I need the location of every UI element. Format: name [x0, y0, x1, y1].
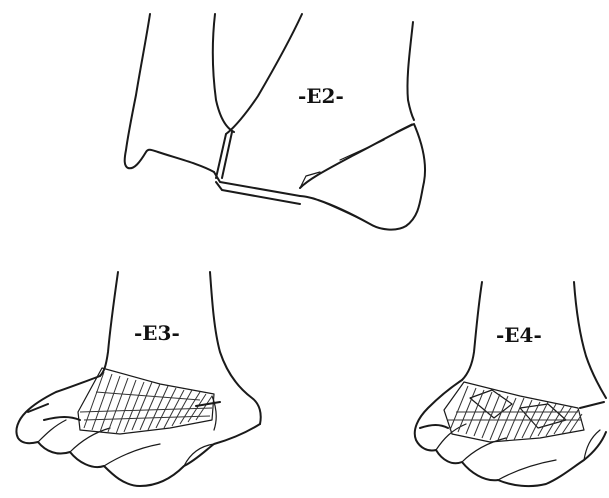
e2-tibia-lateral-line	[213, 14, 234, 132]
e4-label: -E4-	[496, 323, 542, 347]
e2-fragment-inner	[300, 124, 412, 222]
e3-comminution-hatch	[78, 368, 214, 434]
e2-label: -E2-	[298, 84, 344, 108]
e3-tibia-lateral-line	[210, 272, 261, 424]
e2-fibula-lateral-line	[407, 22, 414, 120]
e3-distal-outline	[16, 376, 260, 486]
panel-e2: -E2-	[125, 14, 425, 230]
e4-tibia-lateral-line	[574, 282, 606, 398]
e2-talus-fragment	[300, 124, 425, 230]
e3-label: -E3-	[134, 321, 180, 345]
e3-tibia-medial-line	[100, 272, 118, 376]
e4-inner-contours	[436, 424, 600, 480]
e3-inner-contours	[38, 396, 216, 466]
panel-e3: -E3-	[16, 272, 260, 486]
e4-distal-outline	[415, 380, 606, 486]
e4-tibia-medial-line	[462, 282, 482, 380]
e2-syndesmosis	[214, 132, 300, 204]
panel-e4: -E4-	[415, 282, 606, 486]
e2-fibula-medial-line	[226, 14, 302, 134]
e4-comminution-hatch	[444, 382, 584, 442]
e2-tibia-medial-line	[125, 14, 214, 172]
